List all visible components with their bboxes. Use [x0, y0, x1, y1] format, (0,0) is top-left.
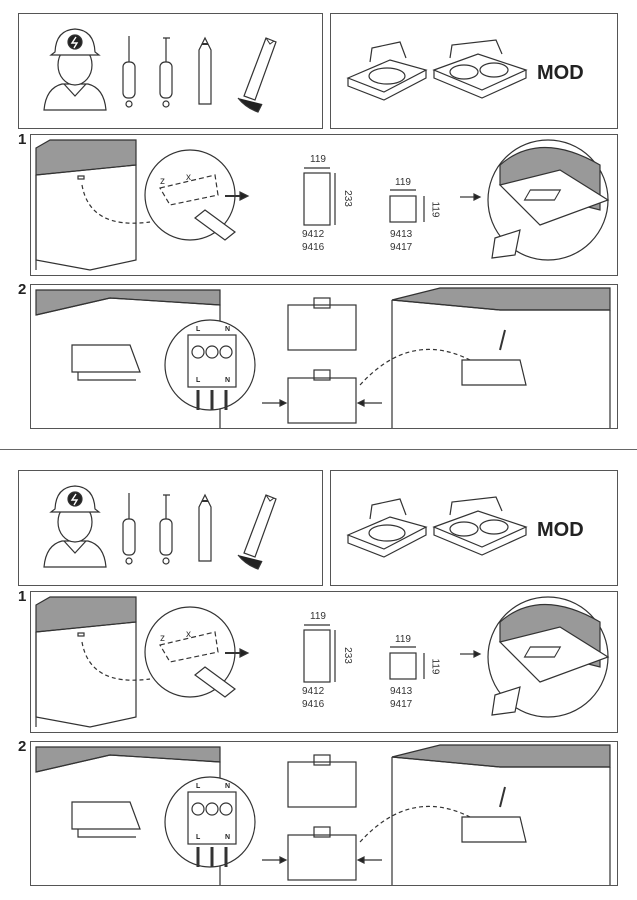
rect-model-codes: 9412 9416	[302, 685, 324, 711]
cut-ceiling-magnifier	[487, 596, 610, 718]
step-2-number: 2	[18, 281, 27, 298]
single-downlight-icon	[346, 41, 428, 101]
measure-label-z: z	[160, 176, 165, 187]
square-width-label: 119	[395, 177, 411, 188]
square-cutout-diagram	[389, 646, 425, 680]
screwdriver-phillips-icon	[159, 494, 173, 565]
saw-icon	[237, 494, 277, 570]
rect-width-label: 119	[310, 154, 326, 165]
terminal-label-l: L	[196, 834, 201, 841]
screwdriver-flat-icon	[122, 36, 136, 108]
terminal-label-n: N	[225, 377, 231, 384]
ceiling-cutout-illustration	[35, 596, 151, 728]
rectangular-cutout-diagram	[303, 624, 336, 683]
product-label: MOD	[537, 519, 584, 541]
square-cutout-diagram	[389, 189, 425, 223]
screwdriver-phillips-icon	[159, 37, 173, 108]
arrow-icon	[460, 650, 482, 658]
double-downlight-icon	[432, 39, 528, 99]
pencil-icon	[198, 36, 212, 105]
screwdriver-flat-icon	[122, 493, 136, 565]
model-code: 9412	[302, 229, 325, 240]
ceiling-cutout-illustration	[35, 139, 151, 271]
fixture-side-view-top	[287, 297, 357, 351]
electrician-icon	[43, 28, 107, 111]
step2-ceiling-right	[359, 744, 611, 885]
illustrations	[35, 485, 611, 885]
square-width-label: 119	[395, 634, 411, 645]
terminal-label-l: L	[196, 783, 201, 790]
double-downlight-icon	[432, 496, 528, 556]
square-model-codes: 9413 9417	[390, 685, 412, 711]
model-code: 9413	[390, 229, 413, 240]
measure-label-z: z	[160, 633, 165, 644]
model-code: 9417	[390, 242, 413, 253]
step-2-number: 2	[18, 738, 27, 755]
terminal-label-n: N	[225, 326, 231, 333]
fixture-side-view-top	[287, 754, 357, 808]
rectangular-cutout-diagram	[303, 167, 336, 226]
model-code: 9416	[302, 242, 325, 253]
cut-ceiling-magnifier	[487, 139, 610, 261]
illustrations	[35, 28, 611, 428]
rect-height-label: 233	[341, 647, 353, 664]
model-code: 9412	[302, 686, 325, 697]
pencil-icon	[198, 493, 212, 562]
measure-label-x: x	[186, 629, 191, 640]
fixture-side-view-bottom	[262, 369, 382, 424]
wiring-magnifier	[164, 776, 256, 868]
model-code: 9416	[302, 699, 325, 710]
terminal-label-l: L	[196, 377, 201, 384]
terminal-label-l: L	[196, 326, 201, 333]
square-height-label: 119	[429, 201, 441, 218]
product-label: MOD	[537, 62, 584, 84]
saw-icon	[237, 37, 277, 113]
rect-height-label: 233	[341, 190, 353, 207]
measure-magnifier	[144, 149, 250, 241]
terminal-label-n: N	[225, 834, 231, 841]
measure-label-x: x	[186, 172, 191, 183]
square-model-codes: 9413 9417	[390, 228, 412, 254]
square-height-label: 119	[429, 658, 441, 675]
electrician-icon	[43, 485, 107, 568]
rect-width-label: 119	[310, 611, 326, 622]
model-code: 9417	[390, 699, 413, 710]
single-downlight-icon	[346, 498, 428, 558]
step-1-number: 1	[18, 131, 27, 148]
wiring-magnifier	[164, 319, 256, 411]
fixture-side-view-bottom	[262, 826, 382, 881]
step2-ceiling-right	[359, 287, 611, 428]
rect-model-codes: 9412 9416	[302, 228, 324, 254]
step-1-number: 1	[18, 588, 27, 605]
model-code: 9413	[390, 686, 413, 697]
section-divider	[0, 449, 637, 450]
measure-magnifier	[144, 606, 250, 698]
terminal-label-n: N	[225, 783, 231, 790]
arrow-icon	[460, 193, 482, 201]
step2-ceiling-left	[35, 289, 221, 428]
